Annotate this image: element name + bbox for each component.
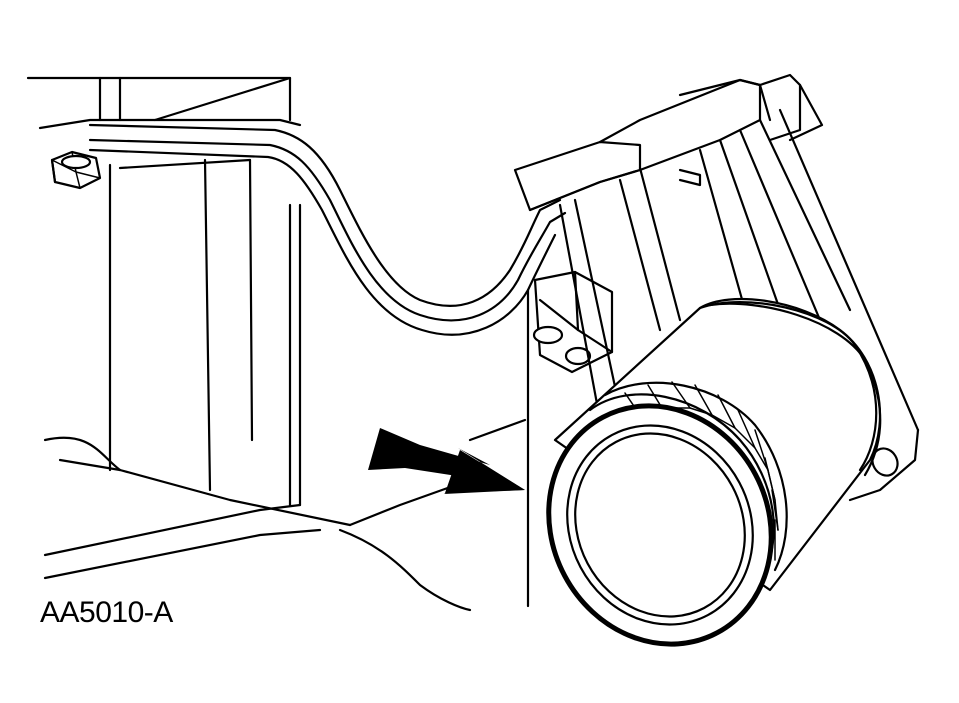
figure-id: AA5010-A xyxy=(40,596,173,629)
hex-bolt-icon xyxy=(50,150,102,190)
engine-block xyxy=(26,76,527,612)
arrow-icon xyxy=(368,428,525,494)
mounting-bracket xyxy=(88,123,567,336)
filter-adapter-housing xyxy=(513,73,920,502)
oil-filter xyxy=(546,298,882,647)
knurled-grip-band xyxy=(588,381,788,582)
